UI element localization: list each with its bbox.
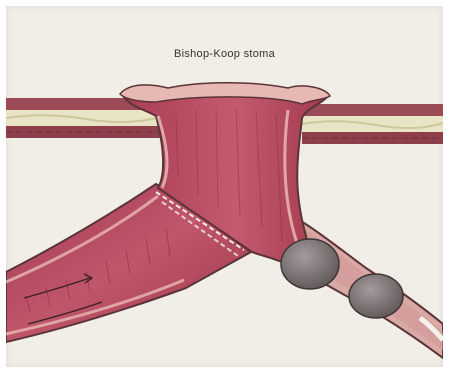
bishop-koop-illustration bbox=[6, 6, 443, 367]
stool-ball bbox=[281, 239, 339, 289]
illustration-panel: Bishop-Koop stoma bbox=[6, 6, 443, 367]
stool-ball bbox=[349, 274, 403, 318]
abdominal-wall-right bbox=[302, 104, 443, 144]
figure-caption: Bishop-Koop stoma bbox=[6, 48, 443, 60]
